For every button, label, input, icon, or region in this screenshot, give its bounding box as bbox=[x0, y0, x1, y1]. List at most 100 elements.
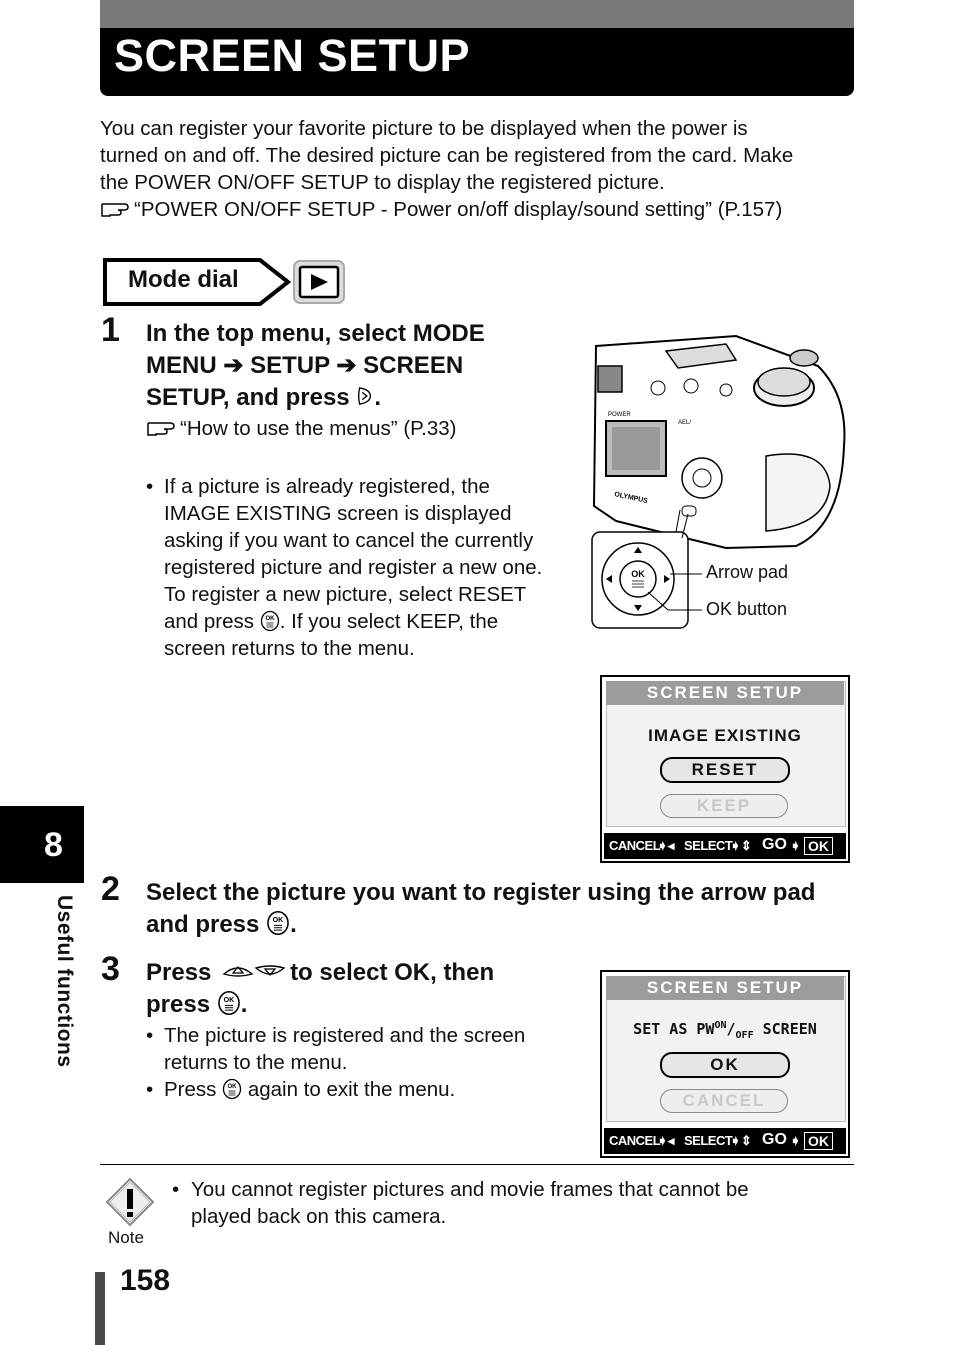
up-down-buttons-icon bbox=[222, 965, 286, 977]
bullet-line: again to exit the menu. bbox=[247, 1078, 456, 1101]
step-line: press bbox=[146, 991, 211, 1018]
arrow-glyph-icon: ➧◂ bbox=[657, 838, 675, 853]
camera-illustration: POWER AEL/ OLYMPUS OK bbox=[591, 334, 846, 629]
bullet-line: and press bbox=[164, 610, 255, 633]
note-warning-icon bbox=[105, 1177, 155, 1227]
keep-option[interactable]: KEEP bbox=[660, 794, 788, 818]
arrow-right-button-icon bbox=[358, 387, 372, 405]
lcd-title: SCREEN SETUP bbox=[606, 976, 844, 1000]
svg-text:OK: OK bbox=[265, 616, 275, 622]
step-line: and press bbox=[146, 911, 260, 938]
bullet-line: screen returns to the menu. bbox=[164, 637, 415, 660]
playback-icon bbox=[293, 260, 345, 304]
cancel-guide: CANCEL bbox=[609, 838, 661, 853]
bullet-line: To register a new picture, select RESET bbox=[164, 583, 527, 606]
arrow-glyph-icon: ➧⇕ bbox=[730, 1133, 752, 1148]
power-label: POWER bbox=[608, 412, 631, 418]
arrow-glyph-icon: ➧◂ bbox=[657, 1133, 675, 1148]
step-3-bullet: • Press OK again to exit the menu. bbox=[146, 1078, 456, 1101]
svg-text:OK: OK bbox=[228, 1084, 238, 1090]
lcd-image-existing: SCREEN SETUP IMAGE EXISTING RESET KEEP C… bbox=[600, 675, 850, 863]
bullet-line: registered picture and register a new on… bbox=[164, 556, 543, 579]
select-guide: SELECT bbox=[684, 838, 733, 853]
ok-button-icon: OK bbox=[222, 1078, 242, 1100]
step-number: 3 bbox=[101, 950, 120, 988]
note-divider bbox=[100, 1164, 854, 1165]
bullet-line: . If you select KEEP, the bbox=[279, 610, 499, 633]
ok-button-label: OK bbox=[631, 569, 645, 579]
lcd-message: SET AS PWON/OFF SCREEN bbox=[633, 1020, 817, 1041]
step-1-reference: “How to use the menus” (P.33) bbox=[146, 415, 457, 442]
bullet-line: IMAGE EXISTING screen is displayed bbox=[164, 502, 512, 525]
step-line: Select the picture you want to register … bbox=[146, 879, 816, 906]
step-number: 2 bbox=[101, 870, 120, 908]
step-1-instruction: In the top menu, select MODE MENU ➔ SETU… bbox=[146, 318, 566, 414]
step-line: to select OK, then bbox=[290, 959, 495, 986]
ok-guide: OK bbox=[804, 837, 833, 855]
go-guide: GO bbox=[762, 1131, 787, 1148]
chapter-label: Useful functions bbox=[53, 895, 76, 1068]
ok-guide: OK bbox=[804, 1132, 833, 1150]
step-1-bullet: • If a picture is already registered, th… bbox=[146, 473, 576, 662]
step-3-instruction: Press to select OK, then press OK. bbox=[146, 959, 495, 1018]
mode-dial-badge bbox=[103, 258, 292, 306]
step-line: Press bbox=[146, 959, 212, 986]
reference-hand-icon bbox=[101, 203, 129, 217]
page-number-bar bbox=[95, 1272, 105, 1345]
step-1-reference-text: “How to use the menus” (P.33) bbox=[180, 417, 457, 440]
chapter-tab bbox=[0, 806, 84, 883]
intro-paragraph: You can register your favorite picture t… bbox=[100, 115, 860, 223]
svg-text:OK: OK bbox=[223, 996, 235, 1004]
ok-button-icon: OK bbox=[217, 991, 240, 1015]
note-label: Note bbox=[108, 1228, 144, 1247]
intro-line: the POWER ON/OFF SETUP to display the re… bbox=[100, 171, 665, 194]
arrow-glyph-icon: ➧ bbox=[790, 1133, 801, 1148]
step-3-bullet: • The picture is registered and the scre… bbox=[146, 1022, 586, 1076]
svg-text:OK: OK bbox=[273, 916, 285, 924]
lcd-guide-bar: CANCEL ➧◂ SELECT ➧⇕ GO ➧ OK bbox=[604, 1128, 846, 1154]
note-text: • You cannot register pictures and movie… bbox=[172, 1176, 852, 1230]
go-guide: GO bbox=[762, 836, 787, 853]
intro-line: You can register your favorite picture t… bbox=[100, 117, 748, 140]
page-title: SCREEN SETUP bbox=[114, 30, 471, 81]
bullet-line: returns to the menu. bbox=[164, 1051, 348, 1074]
note-line: played back on this camera. bbox=[191, 1205, 447, 1228]
arrow-glyph-icon: ➧⇕ bbox=[730, 838, 752, 853]
ok-button-icon: OK bbox=[260, 610, 279, 632]
lcd-guide-bar: CANCEL ➧◂ SELECT ➧⇕ GO ➧ OK bbox=[604, 833, 846, 859]
bullet-line: Press bbox=[164, 1078, 217, 1101]
intro-reference-text: “POWER ON/OFF SETUP - Power on/off displ… bbox=[134, 198, 783, 221]
page-number: 158 bbox=[120, 1264, 171, 1297]
ok-button-callout: OK button bbox=[706, 599, 788, 619]
message-part: SCREEN bbox=[762, 1020, 817, 1038]
step-2-instruction: Select the picture you want to register … bbox=[146, 877, 866, 941]
lcd-title: SCREEN SETUP bbox=[606, 681, 844, 705]
lcd-set-power-screen: SCREEN SETUP SET AS PWON/OFF SCREEN OK C… bbox=[600, 970, 850, 1158]
arrow-glyph-icon: ➧ bbox=[790, 838, 801, 853]
step-line: MENU ➔ SETUP ➔ SCREEN bbox=[146, 352, 464, 379]
lcd-message: IMAGE EXISTING bbox=[648, 726, 802, 745]
intro-reference: “POWER ON/OFF SETUP - Power on/off displ… bbox=[100, 196, 860, 223]
ok-option[interactable]: OK bbox=[660, 1052, 790, 1078]
chapter-number: 8 bbox=[44, 826, 63, 864]
arrow-pad-callout: Arrow pad bbox=[706, 562, 789, 582]
message-part: SET AS PW bbox=[633, 1020, 715, 1038]
mode-dial-label: Mode dial bbox=[128, 266, 239, 293]
bullet-line: The picture is registered and the screen bbox=[164, 1024, 526, 1047]
bullet-line: asking if you want to cancel the current… bbox=[164, 529, 534, 552]
ok-button-icon: OK bbox=[267, 911, 289, 935]
step-line: SETUP, and press bbox=[146, 384, 350, 411]
header-top-band bbox=[100, 0, 854, 28]
message-part: OFF bbox=[735, 1030, 754, 1041]
step-line: In the top menu, select MODE bbox=[146, 320, 485, 347]
cancel-option[interactable]: CANCEL bbox=[660, 1089, 788, 1113]
cancel-guide: CANCEL bbox=[609, 1133, 661, 1148]
note-line: You cannot register pictures and movie f… bbox=[191, 1178, 749, 1201]
header-bar bbox=[100, 28, 854, 96]
select-guide: SELECT bbox=[684, 1133, 733, 1148]
reset-option[interactable]: RESET bbox=[660, 757, 790, 783]
bullet-line: If a picture is already registered, the bbox=[164, 475, 490, 498]
ael-label: AEL/ bbox=[678, 420, 691, 426]
intro-line: turned on and off. The desired picture c… bbox=[100, 144, 794, 167]
reference-hand-icon bbox=[147, 422, 175, 436]
